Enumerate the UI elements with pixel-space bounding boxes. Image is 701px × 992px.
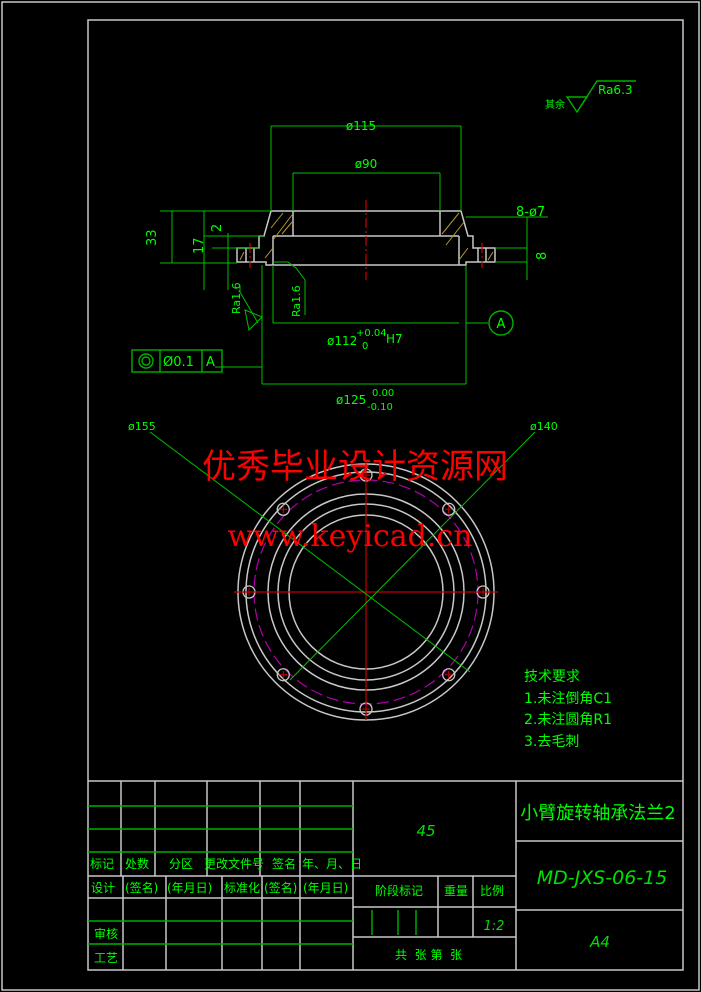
dim-d125-lower: -0.10 <box>367 402 393 413</box>
title-block: 标记 处数 分区 更改文件号 签名 年、月、日 设计 (签名) (年月日) 标准… <box>88 780 683 970</box>
watermark: 优秀毕业设计资源网 www.keyicad.cn <box>202 447 508 554</box>
drawing-number: MD-JXS-06-15 <box>537 867 668 889</box>
tb-design: (年月日) <box>303 881 348 895</box>
dim-d125: ø125 <box>336 393 366 407</box>
tb-sheets: 共 张 第 张 <box>395 948 462 962</box>
roughness-prefix: 其余 <box>545 98 565 111</box>
dim-d155: ø155 <box>128 420 156 433</box>
datum-label: A <box>497 317 506 332</box>
tech-item: 1.未注倒角C1 <box>524 691 612 707</box>
tb-design: 设计 <box>91 881 115 895</box>
bolt-hole <box>276 668 290 682</box>
tb-label: 更改文件号 <box>204 856 264 871</box>
bolt-hole-center-mark <box>279 505 288 514</box>
dim-h33: 33 <box>145 229 160 246</box>
dim-d112-upper: +0.04 <box>356 328 387 339</box>
watermark-line2: www.keyicad.cn <box>227 519 472 554</box>
watermark-line1: 优秀毕业设计资源网 <box>202 447 508 487</box>
dim-d112: ø112 <box>327 334 357 348</box>
tb-label: 分区 <box>169 857 193 871</box>
tb-design: 标准化 <box>224 881 260 895</box>
tb-design: (签名) <box>264 880 297 895</box>
tech-heading: 技术要求 <box>524 669 580 685</box>
section-view: A ø115 ø90 8-ø7 8 33 17 2 Ra1.6 Ra1.6 ø1… <box>131 119 550 413</box>
concentricity-icon <box>138 353 154 369</box>
roughness-icon <box>565 80 636 114</box>
dim-d140: ø140 <box>530 420 558 433</box>
tech-item: 3.去毛刺 <box>524 734 579 750</box>
technical-requirements: 技术要求 1.未注倒角C1 2.未注圆角R1 3.去毛刺 <box>524 669 612 750</box>
default-roughness-symbol: 其余 Ra6.3 <box>545 80 636 114</box>
dim-holes: 8-ø7 <box>516 205 545 220</box>
tb-weight: 重量 <box>444 884 468 898</box>
geometric-tolerance-frame: Ø0.1 A <box>131 349 223 373</box>
inner-border <box>87 19 684 971</box>
drawing-title: 小臂旋转轴承法兰2 <box>520 803 675 824</box>
bolt-hole <box>442 668 456 682</box>
scale-value: 1:2 <box>484 919 505 934</box>
roughness-value: Ra6.3 <box>598 83 633 97</box>
tb-label: 标记 <box>90 857 114 871</box>
dim-d90: ø90 <box>355 157 378 171</box>
tb-process: 工艺 <box>94 951 118 965</box>
plan-view: ø155 ø140 <box>128 420 558 721</box>
tolerance-datum: A <box>206 355 215 370</box>
tb-design: (签名) <box>125 880 158 895</box>
material: 45 <box>416 822 435 840</box>
dim-h8: 8 <box>535 252 550 260</box>
tb-label: 年、月、日 <box>302 857 362 871</box>
tb-review: 审核 <box>94 926 118 941</box>
bolt-hole-center-mark <box>444 670 453 679</box>
tb-scale-label: 比例 <box>480 884 504 898</box>
dim-d112-lower: 0 <box>362 341 368 352</box>
bolt-hole <box>442 502 456 516</box>
roughness-mark: Ra1.6 <box>230 282 243 314</box>
roughness-mark: Ra1.6 <box>290 285 303 317</box>
dim-h17: 17 <box>192 237 207 254</box>
dim-d112-fit: H7 <box>386 332 403 346</box>
datum-a-circle <box>488 310 514 336</box>
dim-h2: 2 <box>210 224 225 232</box>
bolt-hole <box>276 502 290 516</box>
bolt-hole-center-mark <box>444 505 453 514</box>
sheet-size: A4 <box>589 933 610 951</box>
tb-design: (年月日) <box>167 881 212 895</box>
tech-item: 2.未注圆角R1 <box>524 712 612 728</box>
dim-d125-upper: 0.00 <box>372 388 394 399</box>
tb-label: 处数 <box>125 856 149 871</box>
bolt-hole-center-mark <box>279 670 288 679</box>
dim-d115: ø115 <box>346 119 376 133</box>
tolerance-value: Ø0.1 <box>163 355 194 370</box>
tb-stage-mark: 阶段标记 <box>375 883 423 898</box>
tb-label: 签名 <box>272 856 296 871</box>
